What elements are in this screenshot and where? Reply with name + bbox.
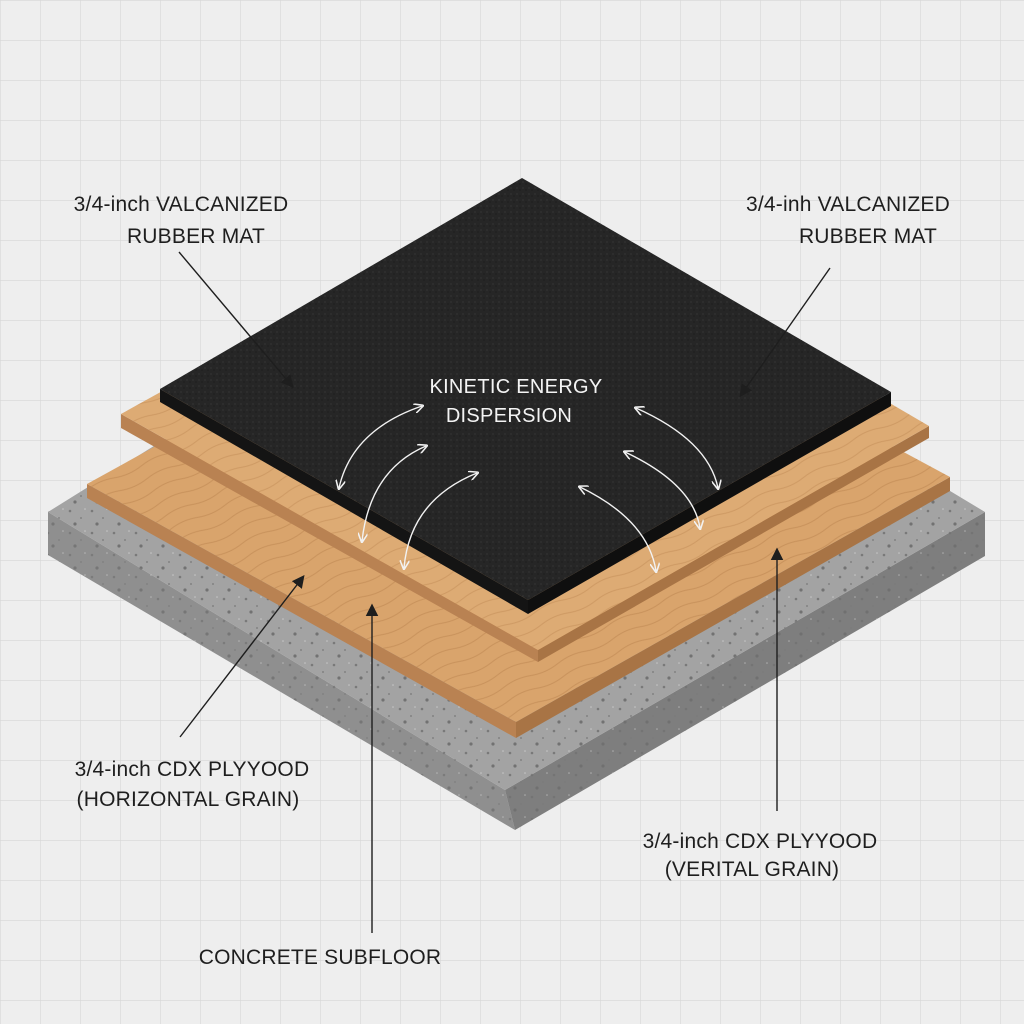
label-rubber-left: 3/4-inch VALCANIZED RUBBER MAT: [74, 193, 289, 248]
energy-arrow: [636, 408, 718, 488]
label-rubber-right-line-2: RUBBER MAT: [799, 225, 937, 248]
center-label: KINETIC ENERGY DISPERSION: [429, 376, 602, 427]
center-label-line-2: DISPERSION: [446, 405, 572, 427]
label-plywood-left-line-2: (HORIZONTAL GRAIN): [77, 788, 300, 811]
energy-arrow: [625, 452, 700, 528]
label-plywood-left: 3/4-inch CDX PLYYOOD (HORIZONTAL GRAIN): [75, 758, 310, 811]
leader-rubber-right: [739, 267, 831, 398]
leader-plywood-left: [179, 575, 305, 738]
center-label-line-1: KINETIC ENERGY: [429, 376, 602, 398]
label-plywood-right-line-2: (VERITAL GRAIN): [665, 858, 840, 881]
label-rubber-left-line-1: 3/4-inch VALCANIZED: [74, 193, 289, 216]
leader-rubber-left: [178, 251, 294, 388]
label-concrete: CONCRETE SUBFLOOR: [199, 946, 442, 969]
leader-lines: [178, 251, 831, 933]
label-rubber-right: 3/4-inh VALCANIZED RUBBER MAT: [746, 193, 950, 248]
energy-arrow: [362, 446, 426, 541]
label-rubber-left-line-2: RUBBER MAT: [127, 225, 265, 248]
energy-arrow: [404, 473, 477, 568]
energy-dispersion-arrows: [339, 406, 718, 571]
label-plywood-right: 3/4-inch CDX PLYYOOD (VERITAL GRAIN): [643, 830, 878, 881]
label-concrete-line-1: CONCRETE SUBFLOOR: [199, 946, 442, 969]
energy-arrow: [339, 406, 422, 488]
label-plywood-right-line-1: 3/4-inch CDX PLYYOOD: [643, 830, 878, 853]
label-rubber-right-line-1: 3/4-inh VALCANIZED: [746, 193, 950, 216]
energy-arrow: [580, 487, 656, 571]
label-plywood-left-line-1: 3/4-inch CDX PLYYOOD: [75, 758, 310, 781]
